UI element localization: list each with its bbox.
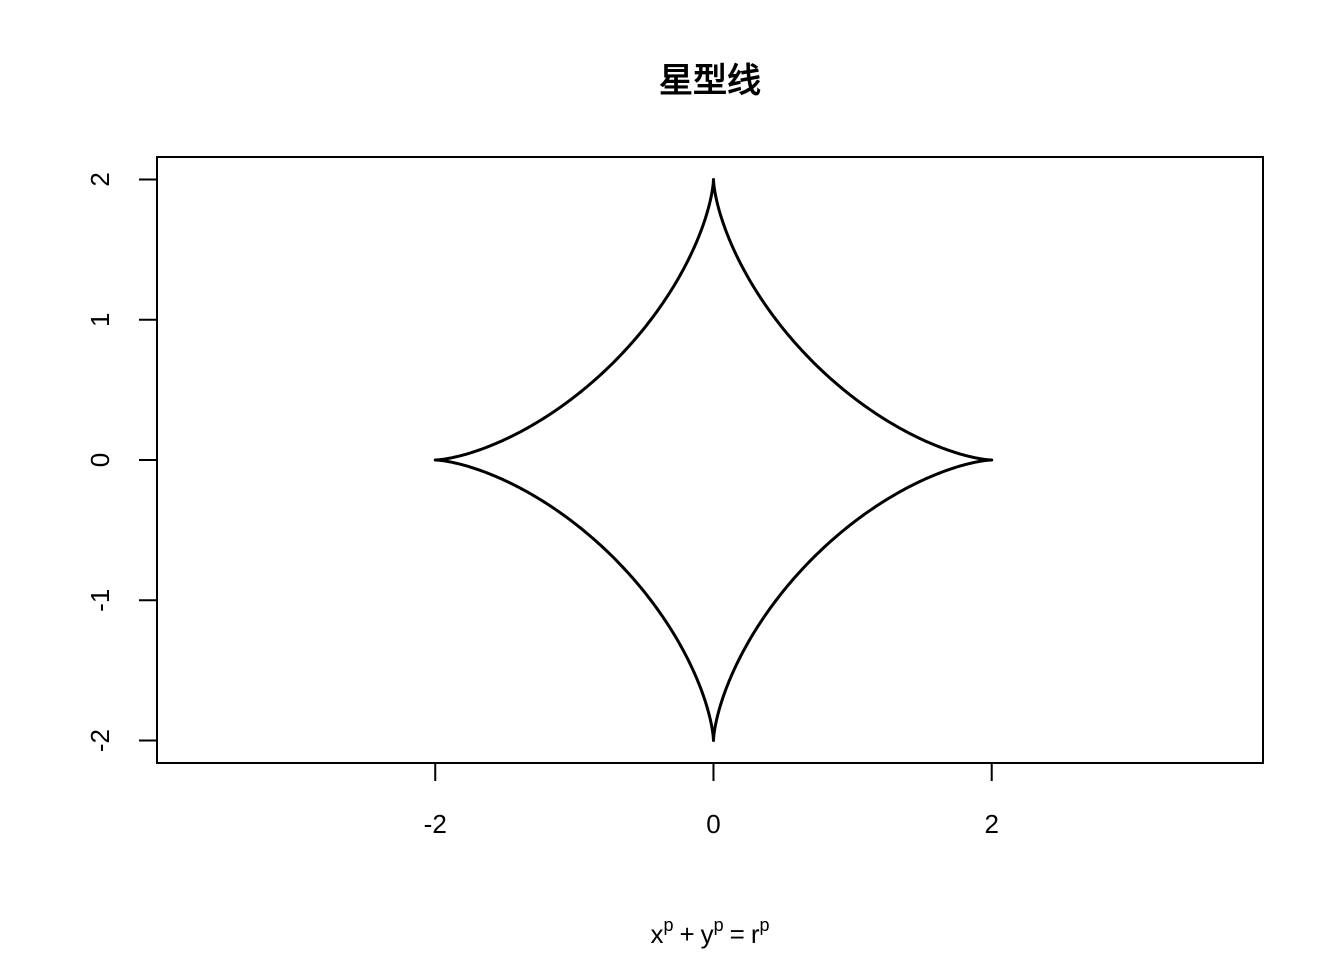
y-tick-label: -1 xyxy=(85,589,115,612)
xlabel-x-sup: p xyxy=(663,915,673,935)
x-tick-label: -2 xyxy=(424,809,447,839)
plot-frame xyxy=(156,156,1264,764)
xlabel-r: r xyxy=(751,919,760,949)
y-tick-label: 1 xyxy=(85,312,115,326)
y-tick-label: -2 xyxy=(85,729,115,752)
y-tick-label: 2 xyxy=(85,172,115,186)
x-tick-label: 2 xyxy=(984,809,998,839)
chart-title: 星型线 xyxy=(659,61,761,101)
y-tick-label: 0 xyxy=(85,453,115,467)
x-axis: -2 0 2 xyxy=(424,762,999,839)
x-tick-label: 0 xyxy=(706,809,720,839)
y-axis: -2 -1 0 1 2 xyxy=(85,172,158,752)
x-axis-label: xp+yp=rp xyxy=(650,915,769,949)
xlabel-y-sup: p xyxy=(714,915,724,935)
astroid-curve xyxy=(433,177,994,743)
xlabel-y: y xyxy=(701,919,714,949)
xlabel-plus: + xyxy=(679,919,694,949)
xlabel-eq: = xyxy=(730,919,745,949)
xlabel-r-sup: p xyxy=(760,915,770,935)
xlabel-x: x xyxy=(650,919,663,949)
